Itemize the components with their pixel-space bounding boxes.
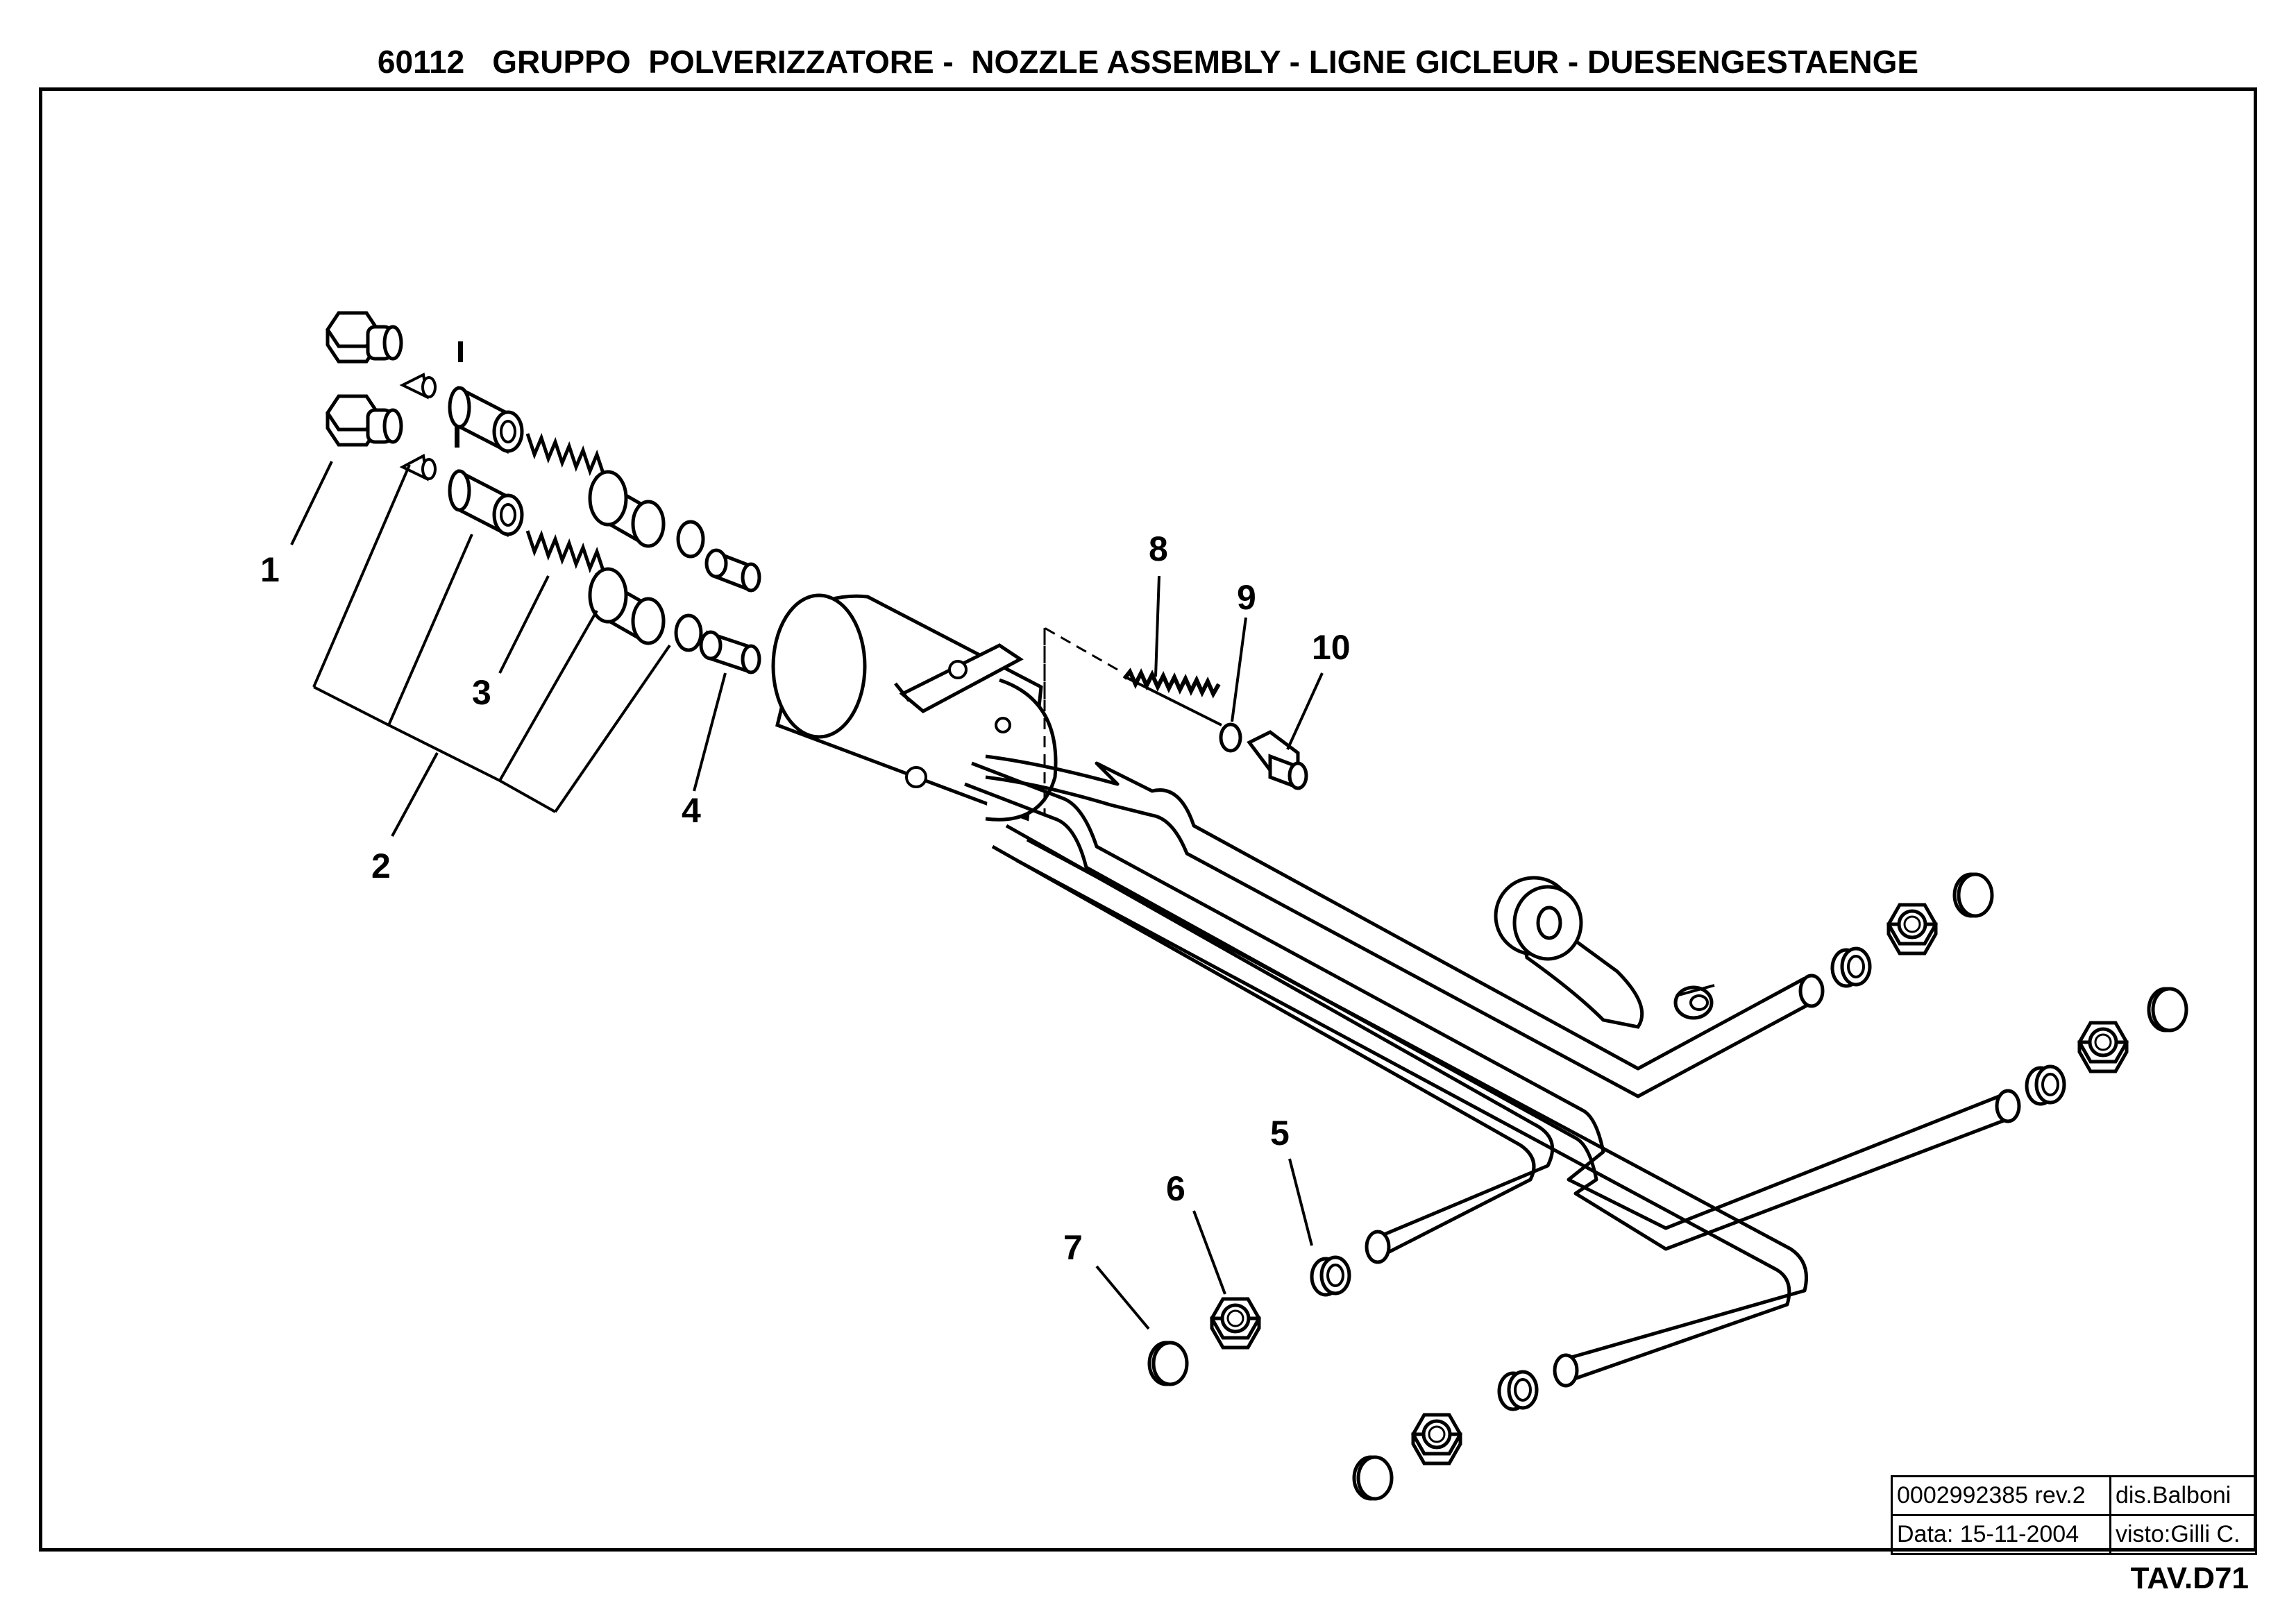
stud-bolt — [1122, 668, 1222, 726]
title-block: 0002992385 rev.2 dis.Balboni Data: 15-11… — [1891, 1475, 2257, 1555]
sheet-reference: TAV.D71 — [2130, 1561, 2249, 1595]
callout-3: 3 — [472, 673, 491, 712]
tape-roll — [1494, 876, 1644, 1029]
bleed-screw — [1247, 730, 1308, 790]
hose-clip — [1673, 984, 1715, 1020]
designer: dis.Balboni — [2109, 1475, 2257, 1516]
tubes — [964, 754, 2021, 1388]
drawing-date: Data: 15-11-2004 — [1891, 1514, 2111, 1555]
callout-10: 10 — [1312, 628, 1351, 667]
washer-9 — [1219, 722, 1242, 753]
callout-4: 4 — [682, 791, 701, 830]
leader-lines-left — [290, 461, 727, 837]
callout-9: 9 — [1237, 578, 1256, 617]
drawing-frame — [39, 87, 2257, 1552]
tube-end-fittings — [1149, 874, 2186, 1499]
nozzle-parts-lower-row — [325, 394, 761, 674]
callout-6: 6 — [1166, 1169, 1185, 1208]
alignment-dash-lines — [1043, 626, 1118, 815]
nozzle-parts-upper-row — [325, 311, 761, 593]
nozzle-block — [771, 593, 1058, 822]
drawing-code: 60112 — [377, 44, 465, 80]
callout-5: 5 — [1270, 1114, 1290, 1153]
leader-lines-right — [1095, 575, 1324, 1330]
callout-7: 7 — [1063, 1228, 1083, 1267]
callout-numbers: 1 2 3 4 5 6 7 8 9 10 — [260, 529, 1351, 1267]
drawing-title: GRUPPO POLVERIZZATORE - NOZZLE ASSEMBLY … — [492, 44, 1919, 80]
callout-8: 8 — [1149, 529, 1168, 568]
checked-by: visto:Gilli C. — [2109, 1514, 2257, 1555]
page-title: 60112 GRUPPO POLVERIZZATORE - NOZZLE ASSE… — [0, 43, 2296, 80]
callout-1: 1 — [260, 550, 280, 589]
callout-2: 2 — [371, 847, 391, 885]
drawing-number: 0002992385 rev.2 — [1891, 1475, 2111, 1516]
